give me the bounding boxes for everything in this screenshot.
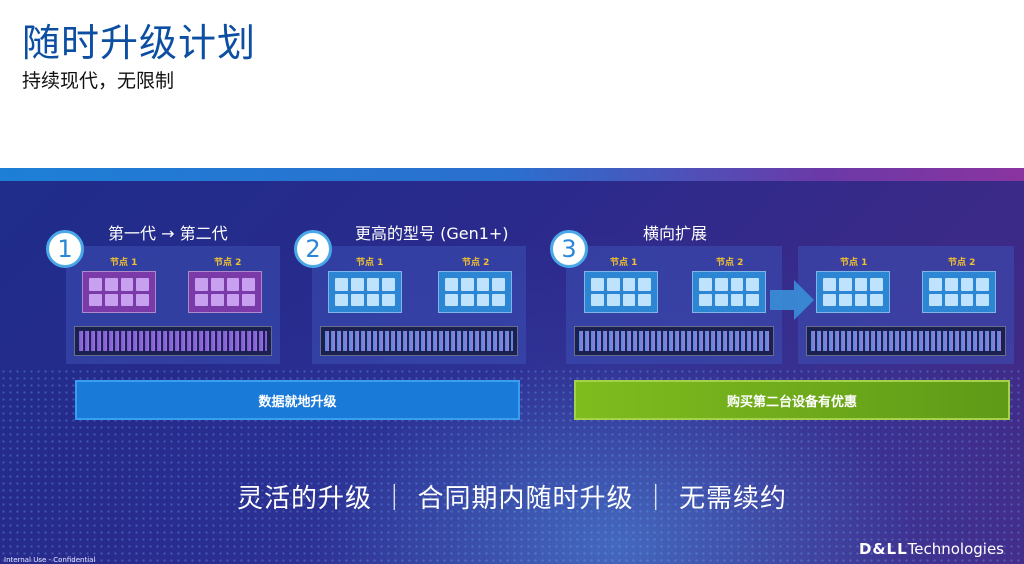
step-2-badge: 2 (294, 230, 332, 268)
arrow-right-icon (770, 280, 814, 320)
server-icon (584, 271, 658, 313)
stage-2-panel: 节点 1 节点 2 (312, 246, 526, 364)
stage-2-title: 更高的型号 (Gen1+) (355, 224, 509, 243)
step-3-badge: 3 (550, 230, 588, 268)
page-title: 随时升级计划 (22, 21, 257, 65)
server-icon (188, 271, 262, 313)
band-top-stripe (0, 168, 1024, 181)
stage-3-node-2-label: 节点 2 (716, 258, 744, 268)
stage-1-node-1-label: 节点 1 (110, 258, 138, 268)
stage-1-node-2-label: 节点 2 (214, 258, 242, 268)
stage-3-title: 横向扩展 (643, 224, 708, 243)
server-icon (82, 271, 156, 313)
stage-1-title: 第一代 → 第二代 (108, 224, 228, 243)
drive-array-icon (320, 326, 518, 356)
dell-technologies-logo: D&LLTechnologies (859, 540, 1004, 558)
logo-brand: D&LL (858, 540, 908, 558)
drive-array-icon (74, 326, 272, 356)
classification-label: Internal Use - Confidential (4, 556, 96, 564)
drive-array-icon (806, 326, 1006, 356)
stage-3-panel-right: 节点 1 节点 2 (798, 246, 1014, 364)
server-icon (328, 271, 402, 313)
second-device-discount-button[interactable]: 购买第二台设备有优惠 (574, 380, 1010, 420)
tagline: 灵活的升级 ｜ 合同期内随时升级 ｜ 无需续约 (236, 484, 788, 514)
stage-2-node-1-label: 节点 1 (356, 258, 384, 268)
drive-array-icon (574, 326, 774, 356)
server-icon (922, 271, 996, 313)
in-place-upgrade-button[interactable]: 数据就地升级 (75, 380, 520, 420)
stage-3-node-3-label: 节点 1 (840, 258, 868, 268)
stage-3-node-1-label: 节点 1 (610, 258, 638, 268)
stage-3-node-4-label: 节点 2 (948, 258, 976, 268)
server-icon (692, 271, 766, 313)
stage-2-node-2-label: 节点 2 (462, 258, 490, 268)
page-subtitle: 持续现代，无限制 (22, 70, 175, 92)
logo-suffix: Technologies (907, 540, 1004, 558)
stage-3-panel-left: 节点 1 节点 2 (566, 246, 782, 364)
step-1-badge: 1 (46, 230, 84, 268)
server-icon (816, 271, 890, 313)
content-band: 第一代 → 第二代 节点 1 节点 2 1 更高的型号 (Gen1+) 节点 1… (0, 168, 1024, 564)
server-icon (438, 271, 512, 313)
stage-1-panel: 节点 1 节点 2 (66, 246, 280, 364)
